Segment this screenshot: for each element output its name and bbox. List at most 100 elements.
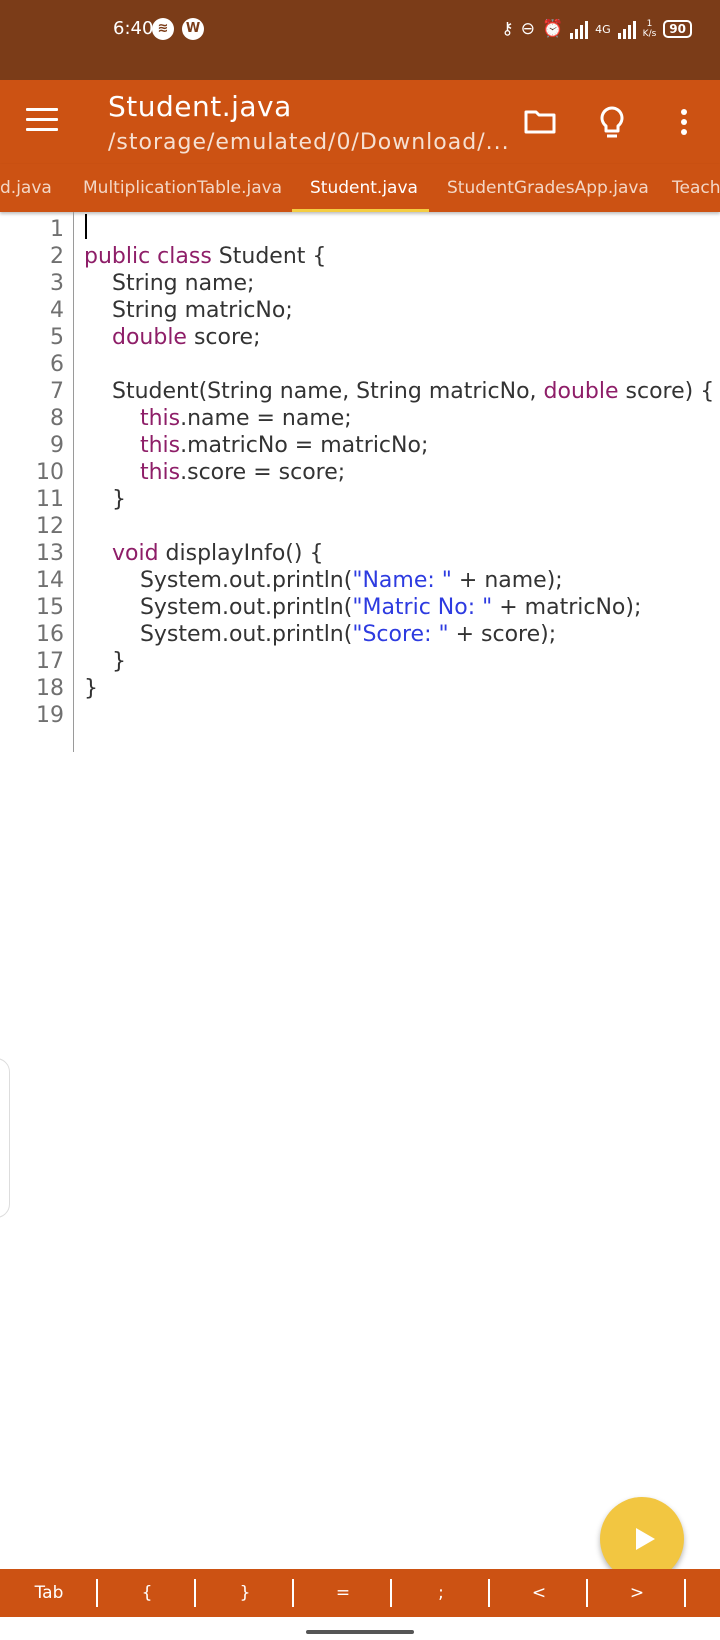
- tab-file-1[interactable]: MultiplicationTable.java: [83, 178, 283, 198]
- line-number: 4: [50, 298, 64, 323]
- home-gesture-bar[interactable]: [306, 1630, 414, 1634]
- code-token: + score);: [448, 622, 557, 647]
- spotify-icon: ≋: [152, 18, 174, 40]
- code-token: + matricNo);: [492, 595, 642, 620]
- code-token: }: [84, 487, 126, 512]
- symbol-key[interactable]: Tab: [0, 1569, 98, 1617]
- status-time: 6:40: [113, 18, 154, 39]
- line-number: 19: [36, 703, 64, 728]
- code-text: double score;: [84, 324, 261, 352]
- vpn-key-icon: ⚷: [501, 19, 514, 39]
- line-number: 7: [50, 379, 64, 404]
- tab-file-3[interactable]: StudentGradesApp.java: [447, 178, 649, 198]
- keyword-token: this: [139, 406, 181, 431]
- code-token: score) {: [618, 379, 715, 404]
- line-number: 10: [36, 460, 64, 485]
- code-token: .score = score;: [180, 460, 346, 485]
- line-number: 1: [50, 217, 64, 242]
- edge-drawer-handle[interactable]: [0, 1058, 10, 1218]
- gutter-divider: [73, 212, 74, 752]
- code-token: String matricNo;: [84, 298, 293, 323]
- file-tabs: d.java MultiplicationTable.java Student.…: [0, 164, 720, 212]
- code-text: System.out.println("Score: " + score);: [84, 621, 556, 649]
- line-number: 11: [36, 487, 64, 512]
- play-icon: [636, 1528, 655, 1550]
- code-text: }: [84, 648, 126, 676]
- code-text: this.score = score;: [84, 459, 345, 487]
- navigation-bar: [0, 1617, 720, 1640]
- line-number: 3: [50, 271, 64, 296]
- file-title: Student.java: [108, 90, 292, 123]
- keyword-token: public class: [84, 244, 212, 269]
- code-token: [84, 433, 140, 458]
- code-token: System.out.println(: [84, 568, 353, 593]
- tab-file-0[interactable]: d.java: [0, 178, 52, 198]
- code-token: [84, 460, 140, 485]
- code-text: Student(String name, String matricNo, do…: [84, 378, 714, 406]
- code-token: .matricNo = matricNo;: [180, 433, 429, 458]
- code-text: String name;: [84, 270, 254, 298]
- file-path: /storage/emulated/0/Download/...: [108, 130, 510, 155]
- code-token: + name);: [451, 568, 563, 593]
- folder-icon[interactable]: [520, 102, 560, 142]
- code-token: }: [84, 649, 126, 674]
- code-token: Student(String name, String matricNo,: [84, 379, 544, 404]
- code-token: }: [84, 676, 98, 701]
- symbol-key[interactable]: ;: [392, 1569, 490, 1617]
- keyword-token: this: [139, 460, 181, 485]
- symbol-key[interactable]: =: [294, 1569, 392, 1617]
- code-text: this.name = name;: [84, 405, 352, 433]
- keyword-token: void: [111, 541, 159, 566]
- symbol-key[interactable]: {: [98, 1569, 196, 1617]
- code-token: [84, 406, 140, 431]
- code-token: [84, 541, 112, 566]
- code-text: this.matricNo = matricNo;: [84, 432, 428, 460]
- battery-icon: 90: [663, 20, 692, 38]
- text-cursor: [85, 214, 87, 239]
- lightbulb-icon[interactable]: [592, 102, 632, 142]
- tab-file-4[interactable]: Teach: [672, 178, 720, 198]
- network-speed: 1 K/s: [642, 19, 657, 39]
- line-number: 8: [50, 406, 64, 431]
- app-bar: Student.java /storage/emulated/0/Downloa…: [0, 80, 720, 164]
- code-text: }: [84, 486, 126, 514]
- line-number: 16: [36, 622, 64, 647]
- code-text: System.out.println("Matric No: " + matri…: [84, 594, 641, 622]
- line-number: 5: [50, 325, 64, 350]
- signal-icon: [570, 19, 589, 39]
- hamburger-menu-icon[interactable]: [26, 108, 58, 132]
- keyword-token: double: [543, 379, 619, 404]
- symbol-key-bar: Tab{}=;<>: [0, 1569, 720, 1617]
- code-token: System.out.println(: [84, 622, 353, 647]
- code-token: Student {: [211, 244, 327, 269]
- code-text: String matricNo;: [84, 297, 293, 325]
- symbol-key[interactable]: <: [490, 1569, 588, 1617]
- more-vert-icon[interactable]: [664, 102, 704, 142]
- signal-2-icon: [617, 19, 636, 39]
- symbol-key[interactable]: >: [588, 1569, 686, 1617]
- code-token: score;: [186, 325, 261, 350]
- code-text: }: [84, 675, 98, 703]
- tab-file-2[interactable]: Student.java: [310, 178, 418, 198]
- code-token: .name = name;: [180, 406, 352, 431]
- string-token: "Name: ": [352, 568, 452, 593]
- code-text: void displayInfo() {: [84, 540, 323, 568]
- line-number: 14: [36, 568, 64, 593]
- string-token: "Matric No: ": [352, 595, 493, 620]
- symbol-key[interactable]: }: [196, 1569, 294, 1617]
- status-bar: 6:40 ≋ W ⚷ ⊖ ⏰ 4G 1 K/s 90: [0, 0, 720, 80]
- code-token: displayInfo() {: [158, 541, 324, 566]
- line-number: 17: [36, 649, 64, 674]
- network-type: 4G: [595, 22, 611, 36]
- keyword-token: this: [139, 433, 181, 458]
- code-text: public class Student {: [84, 243, 326, 271]
- app-notification-icon: W: [182, 18, 204, 40]
- active-tab-indicator: [292, 209, 429, 212]
- line-number: 2: [50, 244, 64, 269]
- do-not-disturb-icon: ⊖: [520, 19, 535, 39]
- code-token: System.out.println(: [84, 595, 353, 620]
- line-number: 15: [36, 595, 64, 620]
- line-number: 9: [50, 433, 64, 458]
- run-button[interactable]: [600, 1497, 684, 1581]
